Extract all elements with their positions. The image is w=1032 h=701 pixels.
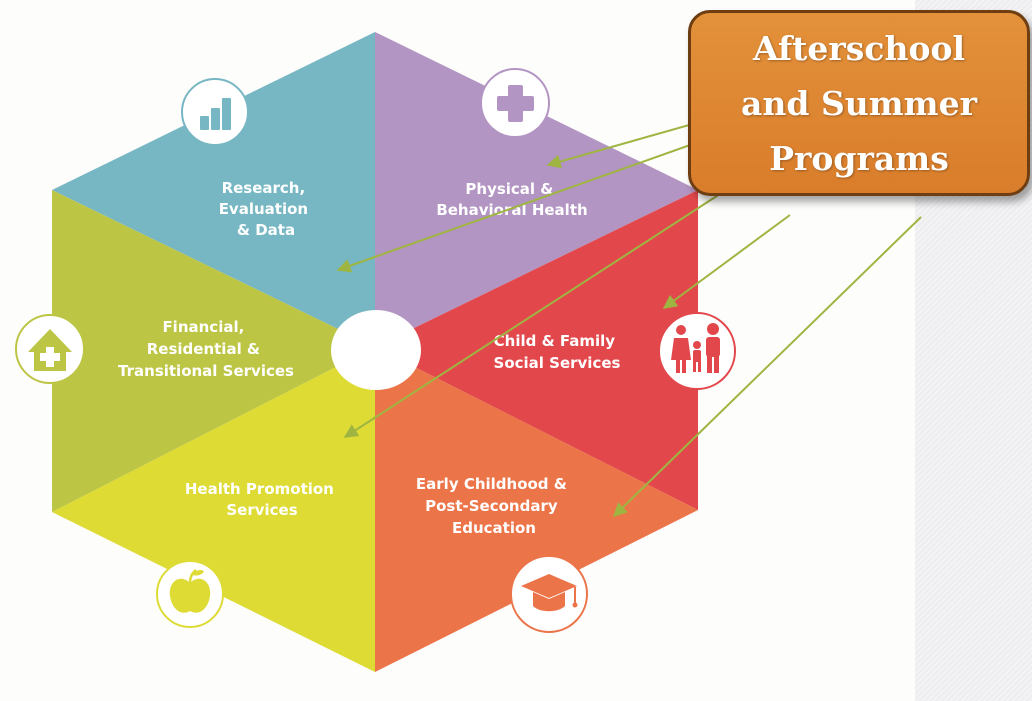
arrow-to-child — [662, 214, 791, 309]
segment-child — [375, 190, 698, 510]
label-early: Early Childhood & Post-Secondary Educati… — [416, 475, 572, 537]
callout-line-3: Programs — [769, 138, 949, 178]
plus-icon — [480, 68, 550, 138]
apple-icon — [156, 560, 224, 628]
label-health: Health Promotion Services — [185, 480, 339, 519]
family-icon — [658, 312, 736, 390]
center-circle — [331, 310, 421, 390]
arrow-to-early — [612, 216, 922, 517]
segment-research — [52, 32, 375, 347]
callout-box: Afterschool and Summer Programs — [688, 10, 1030, 196]
arrow-to-health — [343, 167, 761, 438]
callout-line-1: Afterschool — [752, 28, 966, 68]
segment-health — [52, 347, 375, 672]
arrow-to-research — [336, 127, 739, 273]
label-research: Research, Evaluation & Data — [219, 179, 314, 239]
segment-financial — [52, 190, 375, 512]
house-icon — [15, 314, 85, 384]
label-physical: Physical & Behavioral Health — [436, 180, 587, 219]
bar-chart-icon — [181, 78, 249, 146]
segment-early — [375, 347, 698, 672]
segment-physical — [375, 32, 698, 347]
graduation-cap-icon — [510, 555, 588, 633]
label-financial: Financial, Residential & Transitional Se… — [118, 318, 294, 380]
label-child: Child & Family Social Services — [494, 332, 621, 372]
callout-line-2: and Summer — [741, 83, 977, 123]
